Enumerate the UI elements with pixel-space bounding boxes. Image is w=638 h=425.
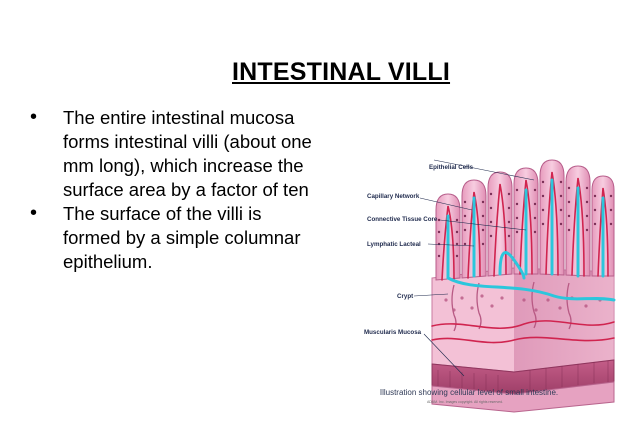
- bullet-line: mm long), which increase the: [63, 155, 304, 176]
- bullet-line: forms intestinal villi (about one: [63, 131, 312, 152]
- bullet-item: • The entire intestinal mucosa forms int…: [30, 106, 350, 202]
- label-epithelial-cells: Epithelial Cells: [429, 164, 474, 171]
- bullet-line: epithelium.: [63, 251, 153, 272]
- label-connective-tissue-core: Connective Tissue Core: [367, 216, 438, 223]
- bullet-line: surface area by a factor of ten: [63, 179, 309, 200]
- bullet-marker: •: [30, 106, 38, 128]
- bullet-marker: •: [30, 202, 38, 224]
- label-leader-lines: [413, 159, 535, 377]
- bullet-list: • The entire intestinal mucosa forms int…: [30, 106, 350, 274]
- bullet-item: • The surface of the villi is formed by …: [30, 202, 350, 274]
- label-capillary-network: Capillary Network: [367, 193, 420, 200]
- bullet-line: The surface of the villi is: [63, 203, 262, 224]
- lymphatic-lacteals: [446, 178, 616, 302]
- slide-title: INTESTINAL VILLI: [232, 58, 451, 86]
- muscularis-layer: [431, 359, 615, 413]
- label-lymphatic-lacteal: Lymphatic Lacteal: [367, 241, 421, 248]
- figure-copyright: ADAM. Inc. Images copyright. All rights …: [426, 400, 504, 404]
- epithelial-cell-dots: [437, 180, 613, 258]
- figure-caption: Illustration showing cellular level of s…: [379, 388, 559, 397]
- capillary-network: [431, 171, 615, 344]
- bullet-line: formed by a simple columnar: [63, 227, 301, 248]
- bullet-line: The entire intestinal mucosa: [63, 107, 295, 128]
- label-muscularis-mucosa: Muscularis Mucosa: [364, 329, 422, 336]
- tissue-block: [431, 267, 615, 373]
- intestinal-villi-illustration: Epithelial Cells Capillary Network Conne…: [364, 159, 616, 413]
- label-crypt: Crypt: [397, 293, 413, 300]
